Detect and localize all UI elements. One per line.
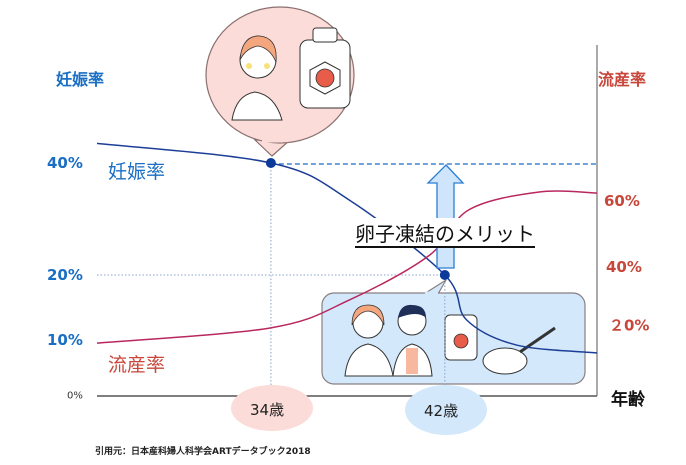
- illustration-couple-ivf: [321, 279, 586, 385]
- guide-lines: [97, 163, 597, 396]
- left-axis-label: 妊娠率: [56, 70, 105, 89]
- miscarriage-rate-line: [96, 190, 598, 344]
- tick-bubble-34: [231, 385, 313, 431]
- tick-bubble-42: [405, 385, 487, 435]
- pregnancy-rate-line: [96, 142, 598, 354]
- source-citation: 引用元：日本産科婦人科学会ARTデータブック2018: [95, 447, 311, 457]
- right-tick-20: ２0%: [609, 316, 650, 335]
- benefit-title: 卵子凍結のメリット: [352, 218, 538, 247]
- up-arrow-icon: [426, 164, 465, 269]
- left-tick-10: 10%: [47, 331, 83, 349]
- pregnancy-series-label: 妊娠率: [108, 161, 166, 183]
- axes: [97, 45, 598, 397]
- right-axis-label: 流産率: [598, 70, 647, 89]
- highlight-point-34: [265, 158, 276, 168]
- x-tick-42: 42歳: [424, 402, 459, 420]
- x-axis-label: 年齢: [611, 390, 645, 410]
- miscarriage-series-label: 流産率: [108, 354, 166, 376]
- x-tick-34: 34歳: [250, 401, 285, 419]
- left-tick-40: 40%: [47, 154, 83, 172]
- illustration-woman-freezing-eggs: [205, 6, 355, 157]
- left-tick-20: 20%: [47, 266, 83, 284]
- highlight-point-42: [439, 270, 450, 280]
- right-tick-40: 40%: [606, 258, 642, 276]
- series-group: [96, 142, 598, 354]
- right-tick-60: 60%: [604, 192, 640, 210]
- left-tick-0: 0%: [67, 390, 83, 402]
- highlight-points: [265, 158, 450, 280]
